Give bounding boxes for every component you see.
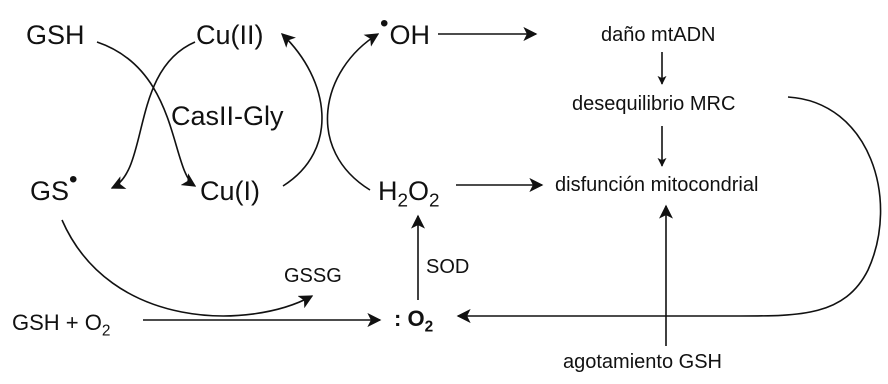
arrow-cu2-to-gs-radical — [110, 41, 196, 189]
label-casiigly: CasII-Gly — [171, 101, 284, 131]
label-cu1: Cu(I) — [200, 176, 260, 206]
label-gs-radical: GS• — [30, 165, 78, 206]
label-gssg: GSSG — [284, 265, 342, 287]
arrow-mrc-to-superoxide — [456, 96, 882, 323]
label-mito-dysfunction: disfunción mitocondrial — [555, 174, 759, 196]
label-gsh: GSH — [26, 20, 85, 50]
label-gsh-depletion: agotamiento GSH — [563, 351, 722, 373]
arrow-h2o2-to-oh — [326, 33, 380, 191]
label-cu2: Cu(II) — [196, 20, 264, 50]
label-gsh-o2: GSH + O2 — [12, 310, 111, 340]
label-mtdna-damage: daño mtADN — [601, 24, 716, 46]
label-h2o2: H2O2 — [378, 176, 440, 212]
arrow-cu1-to-cu2 — [280, 33, 323, 187]
arrow-gs-radical-to-gssg — [61, 219, 314, 317]
label-oh-radical: •OH — [380, 9, 431, 50]
arrow-gsh-to-cu1 — [96, 41, 197, 187]
label-mrc-imbalance: desequilibrio MRC — [572, 93, 736, 115]
label-superoxide: : O2 — [394, 306, 434, 336]
label-sod: SOD — [426, 256, 470, 278]
